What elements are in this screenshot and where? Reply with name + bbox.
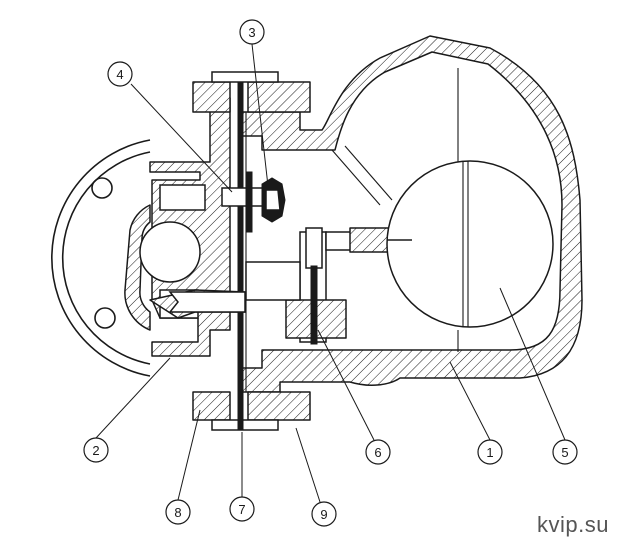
bolt-head-bottom bbox=[211, 419, 279, 431]
air-vent-assembly bbox=[221, 171, 286, 233]
callout-1-label: 1 bbox=[486, 445, 493, 460]
callout-7-label: 7 bbox=[238, 502, 245, 517]
flange-lower-right bbox=[247, 391, 311, 421]
bolt-head-top bbox=[211, 71, 279, 83]
callout-6-label: 6 bbox=[374, 445, 381, 460]
callout-2: 2 bbox=[83, 437, 109, 463]
flange-upper-right bbox=[247, 81, 311, 113]
callout-2-label: 2 bbox=[92, 443, 99, 458]
callout-3-label: 3 bbox=[248, 25, 255, 40]
flange-bolt-hole-top bbox=[91, 177, 113, 199]
callout-8: 8 bbox=[165, 499, 191, 525]
callout-3: 3 bbox=[239, 19, 265, 45]
callout-4-label: 4 bbox=[116, 67, 123, 82]
callout-6: 6 bbox=[365, 439, 391, 465]
gasket-plate-part-7 bbox=[237, 81, 244, 431]
callout-8-label: 8 bbox=[174, 505, 181, 520]
callout-1: 1 bbox=[477, 439, 503, 465]
flange-upper-left bbox=[192, 81, 231, 113]
watermark-text: kvip.su bbox=[537, 512, 609, 537]
float-part-5 bbox=[386, 160, 554, 328]
inlet-flange bbox=[51, 139, 151, 377]
leader-lines bbox=[95, 43, 566, 503]
main-body-part-1 bbox=[239, 35, 583, 393]
flange-bolt-hole-bottom bbox=[94, 307, 116, 329]
flange-joint bbox=[192, 71, 311, 431]
callout-5: 5 bbox=[552, 439, 578, 465]
callout-5-label: 5 bbox=[561, 445, 568, 460]
cover-part-2 bbox=[139, 97, 246, 357]
inner-ball bbox=[139, 221, 201, 283]
callout-9-label: 9 bbox=[320, 507, 327, 522]
callout-9: 9 bbox=[311, 501, 337, 527]
callout-7: 7 bbox=[229, 496, 255, 522]
callout-4: 4 bbox=[107, 61, 133, 87]
